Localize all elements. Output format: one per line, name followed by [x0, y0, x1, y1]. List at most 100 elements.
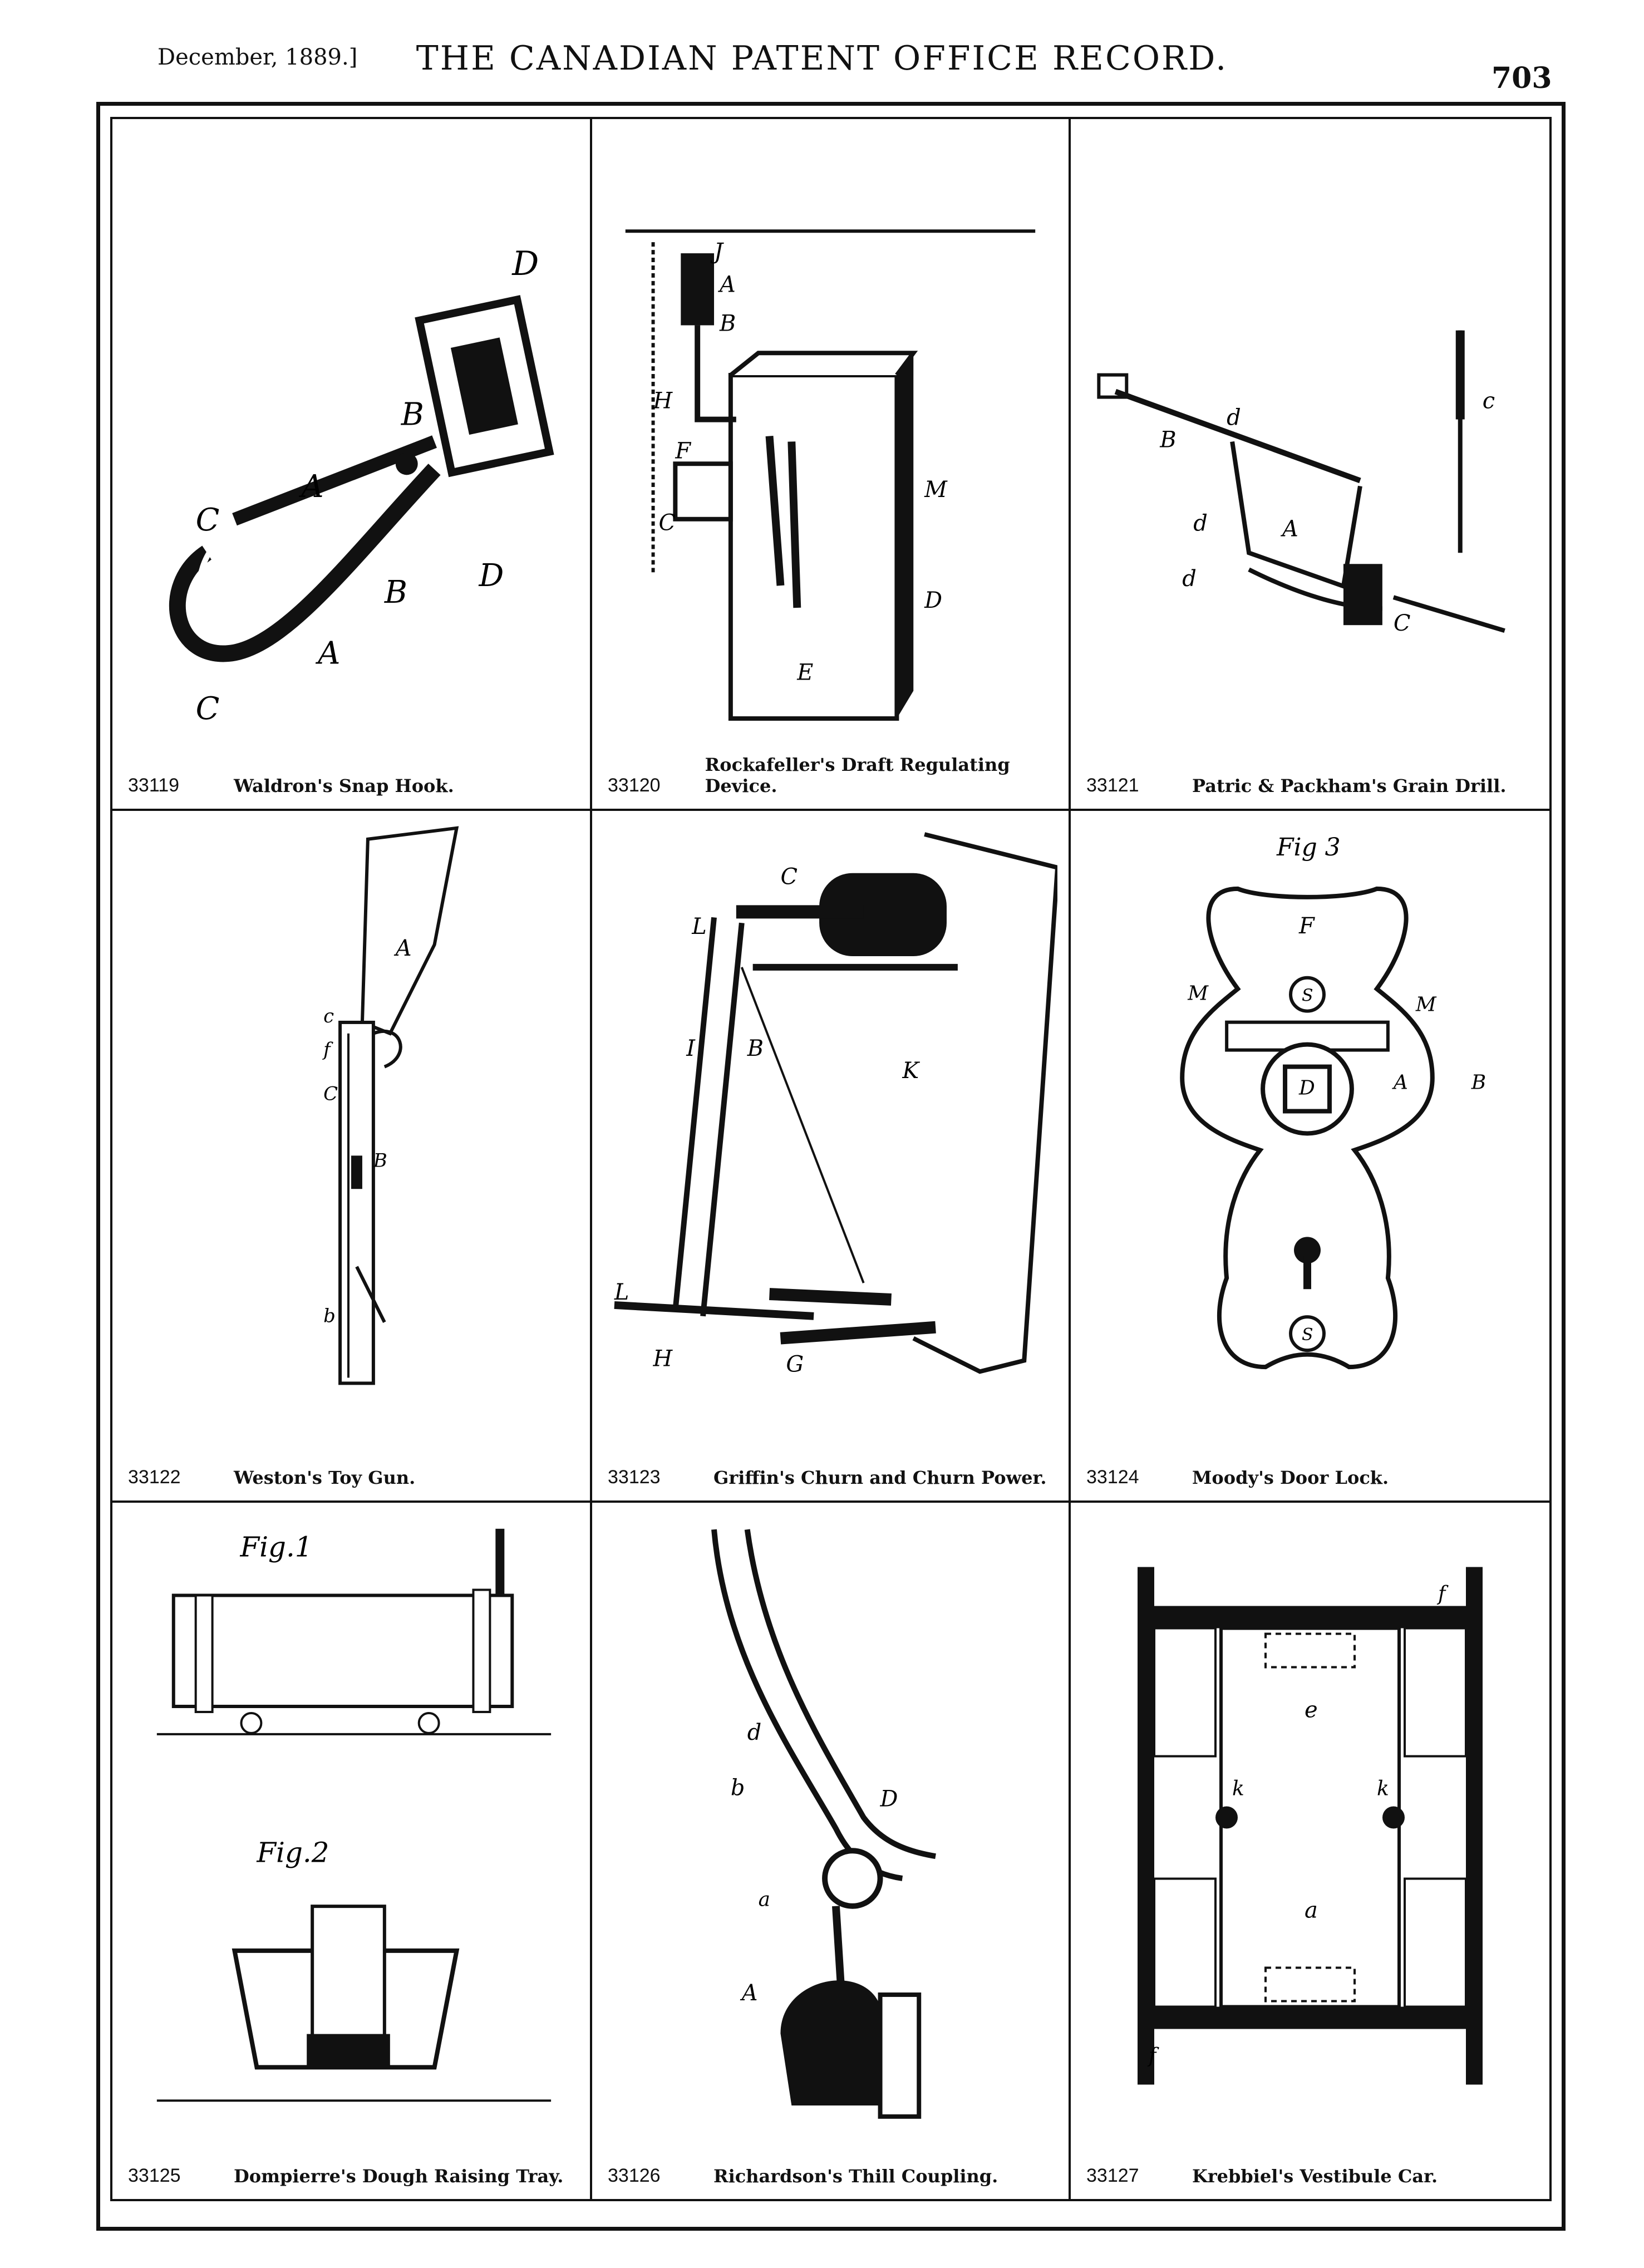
svg-text:B: B: [373, 1149, 387, 1171]
svg-text:C: C: [780, 864, 797, 890]
svg-text:S: S: [1302, 1325, 1313, 1345]
patent-title: Dompierre's Dough Raising Tray.: [234, 2166, 564, 2187]
svg-text:B: B: [1471, 1071, 1486, 1094]
svg-text:F: F: [1298, 913, 1315, 939]
svg-text:S: S: [1302, 986, 1313, 1006]
patent-title: Griffin's Churn and Churn Power.: [713, 1467, 1047, 1488]
svg-text:M: M: [1187, 982, 1209, 1005]
svg-text:A: A: [717, 272, 736, 298]
issue-date: December, 1889.]: [157, 45, 358, 70]
patent-number: 33127: [1086, 2165, 1139, 2186]
patent-cell-snap-hook: D B A C D B A C 33119 Waldron's Snap Hoo…: [112, 119, 592, 811]
svg-text:c: c: [1483, 388, 1495, 414]
svg-text:b: b: [323, 1305, 336, 1327]
door-lock-drawing: Fig 3 F S D A B M M S: [1180, 833, 1486, 1370]
patent-cell-toy-gun: A c f C B b 33122 Weston's Toy Gun.: [112, 811, 592, 1503]
patent-number: 33123: [608, 1467, 661, 1488]
patent-cell-draft-regulator: J A B H F C M E D 33120 Rockafeller's Dr…: [592, 119, 1071, 811]
patent-title: Richardson's Thill Coupling.: [713, 2166, 998, 2187]
svg-text:L: L: [614, 1280, 629, 1305]
patent-cell-door-lock: Fig 3 F S D A B M M S 33124 Moody's Door…: [1071, 811, 1549, 1503]
svg-text:F: F: [675, 438, 691, 464]
svg-text:f: f: [322, 1039, 333, 1060]
svg-text:b: b: [731, 1775, 745, 1801]
grain-drill-drawing: B d A d d C c: [1097, 330, 1505, 636]
svg-text:d: d: [1193, 510, 1208, 536]
dough-tray-drawing: Fig.1 Fig.2: [156, 1528, 552, 2102]
patent-cell-thill-coupling: d b D a A 33126 Richardson's Thill Coupl…: [592, 1503, 1071, 2199]
page-header: December, 1889.] THE CANADIAN PATENT OFF…: [0, 0, 1644, 100]
patent-caption: 33119 Waldron's Snap Hook.: [128, 763, 579, 796]
svg-text:d: d: [747, 1720, 761, 1745]
patent-caption: 33126 Richardson's Thill Coupling.: [608, 2153, 1057, 2187]
patent-caption: 33125 Dompierre's Dough Raising Tray.: [128, 2153, 579, 2187]
svg-text:D: D: [924, 588, 942, 613]
patent-number: 33124: [1086, 1467, 1139, 1488]
svg-text:E: E: [796, 660, 813, 685]
patent-title: Weston's Toy Gun.: [234, 1467, 416, 1488]
patent-number: 33125: [128, 2165, 181, 2186]
patent-caption: 33122 Weston's Toy Gun.: [128, 1455, 579, 1488]
svg-text:G: G: [786, 1351, 804, 1377]
patent-cell-dough-tray: Fig.1 Fig.2 33125 Dompierre's Dough Rais…: [112, 1503, 592, 2199]
patent-number: 33122: [128, 1467, 181, 1488]
patent-number: 33119: [128, 775, 180, 796]
outer-border: [96, 102, 1566, 2231]
patent-caption: 33121 Patric & Packham's Grain Drill.: [1086, 763, 1538, 796]
svg-text:d: d: [1227, 405, 1241, 431]
patent-title: Waldron's Snap Hook.: [234, 775, 454, 796]
patent-caption: 33120 Rockafeller's Draft Regulating Dev…: [608, 754, 1057, 796]
svg-text:D: D: [880, 1787, 898, 1812]
svg-text:M: M: [1415, 993, 1437, 1016]
svg-text:C: C: [1394, 611, 1411, 636]
snap-hook-drawing: D B A C D B A C: [169, 244, 554, 727]
svg-text:a: a: [1305, 1898, 1318, 1923]
svg-text:A: A: [1280, 516, 1298, 542]
svg-text:D: D: [478, 558, 504, 594]
patent-title: Rockafeller's Draft Regulating Device.: [705, 754, 1010, 796]
svg-text:L: L: [691, 914, 706, 939]
vestibule-car-drawing: e a k k f f: [1138, 1567, 1483, 2085]
svg-text:D: D: [1298, 1077, 1315, 1100]
inner-border: [110, 117, 1552, 2201]
svg-text:A: A: [393, 936, 412, 961]
figure-label: Fig 3: [1276, 833, 1341, 862]
patent-number: 33120: [608, 775, 661, 796]
svg-text:B: B: [747, 1036, 764, 1061]
patent-number: 33126: [608, 2165, 661, 2186]
page-number: 703: [1492, 61, 1552, 95]
figure-label: Fig.1: [239, 1531, 312, 1563]
svg-text:f: f: [1147, 2045, 1159, 2068]
svg-text:H: H: [653, 1346, 673, 1371]
patent-caption: 33124 Moody's Door Lock.: [1086, 1455, 1538, 1488]
svg-text:D: D: [511, 244, 539, 283]
svg-text:A: A: [298, 469, 323, 505]
patent-title: Krebbiel's Vestibule Car.: [1192, 2166, 1438, 2187]
svg-text:B: B: [384, 574, 407, 611]
draft-regulator-drawing: J A B H F C M E D: [625, 229, 1036, 721]
svg-text:k: k: [1232, 1778, 1244, 1800]
patent-caption: 33127 Krebbiel's Vestibule Car.: [1086, 2153, 1538, 2187]
svg-text:C: C: [323, 1083, 338, 1105]
svg-text:c: c: [323, 1005, 334, 1027]
svg-text:A: A: [315, 635, 340, 671]
svg-text:d: d: [1182, 566, 1197, 592]
svg-text:M: M: [924, 477, 948, 503]
churn-drawing: C L I B K L H G: [614, 832, 1057, 1377]
svg-text:I: I: [686, 1036, 696, 1061]
svg-text:B: B: [1159, 427, 1176, 452]
svg-text:e: e: [1305, 1698, 1318, 1723]
svg-text:A: A: [740, 1980, 758, 2006]
svg-text:B: B: [401, 397, 424, 433]
patent-title: Moody's Door Lock.: [1192, 1467, 1389, 1488]
patent-grid: D B A C D B A C 33119 Waldron's Snap Hoo…: [112, 119, 1549, 2199]
svg-text:C: C: [659, 510, 676, 536]
patent-title: Patric & Packham's Grain Drill.: [1192, 775, 1507, 796]
toy-gun-drawing: A c f C B b: [322, 826, 459, 1385]
svg-text:K: K: [902, 1058, 920, 1084]
publication-title: THE CANADIAN PATENT OFFICE RECORD.: [416, 39, 1228, 78]
thill-coupling-drawing: d b D a A: [711, 1529, 936, 2119]
figure-label: Fig.2: [256, 1836, 329, 1868]
svg-text:C: C: [196, 502, 220, 538]
svg-text:f: f: [1436, 1583, 1449, 1606]
